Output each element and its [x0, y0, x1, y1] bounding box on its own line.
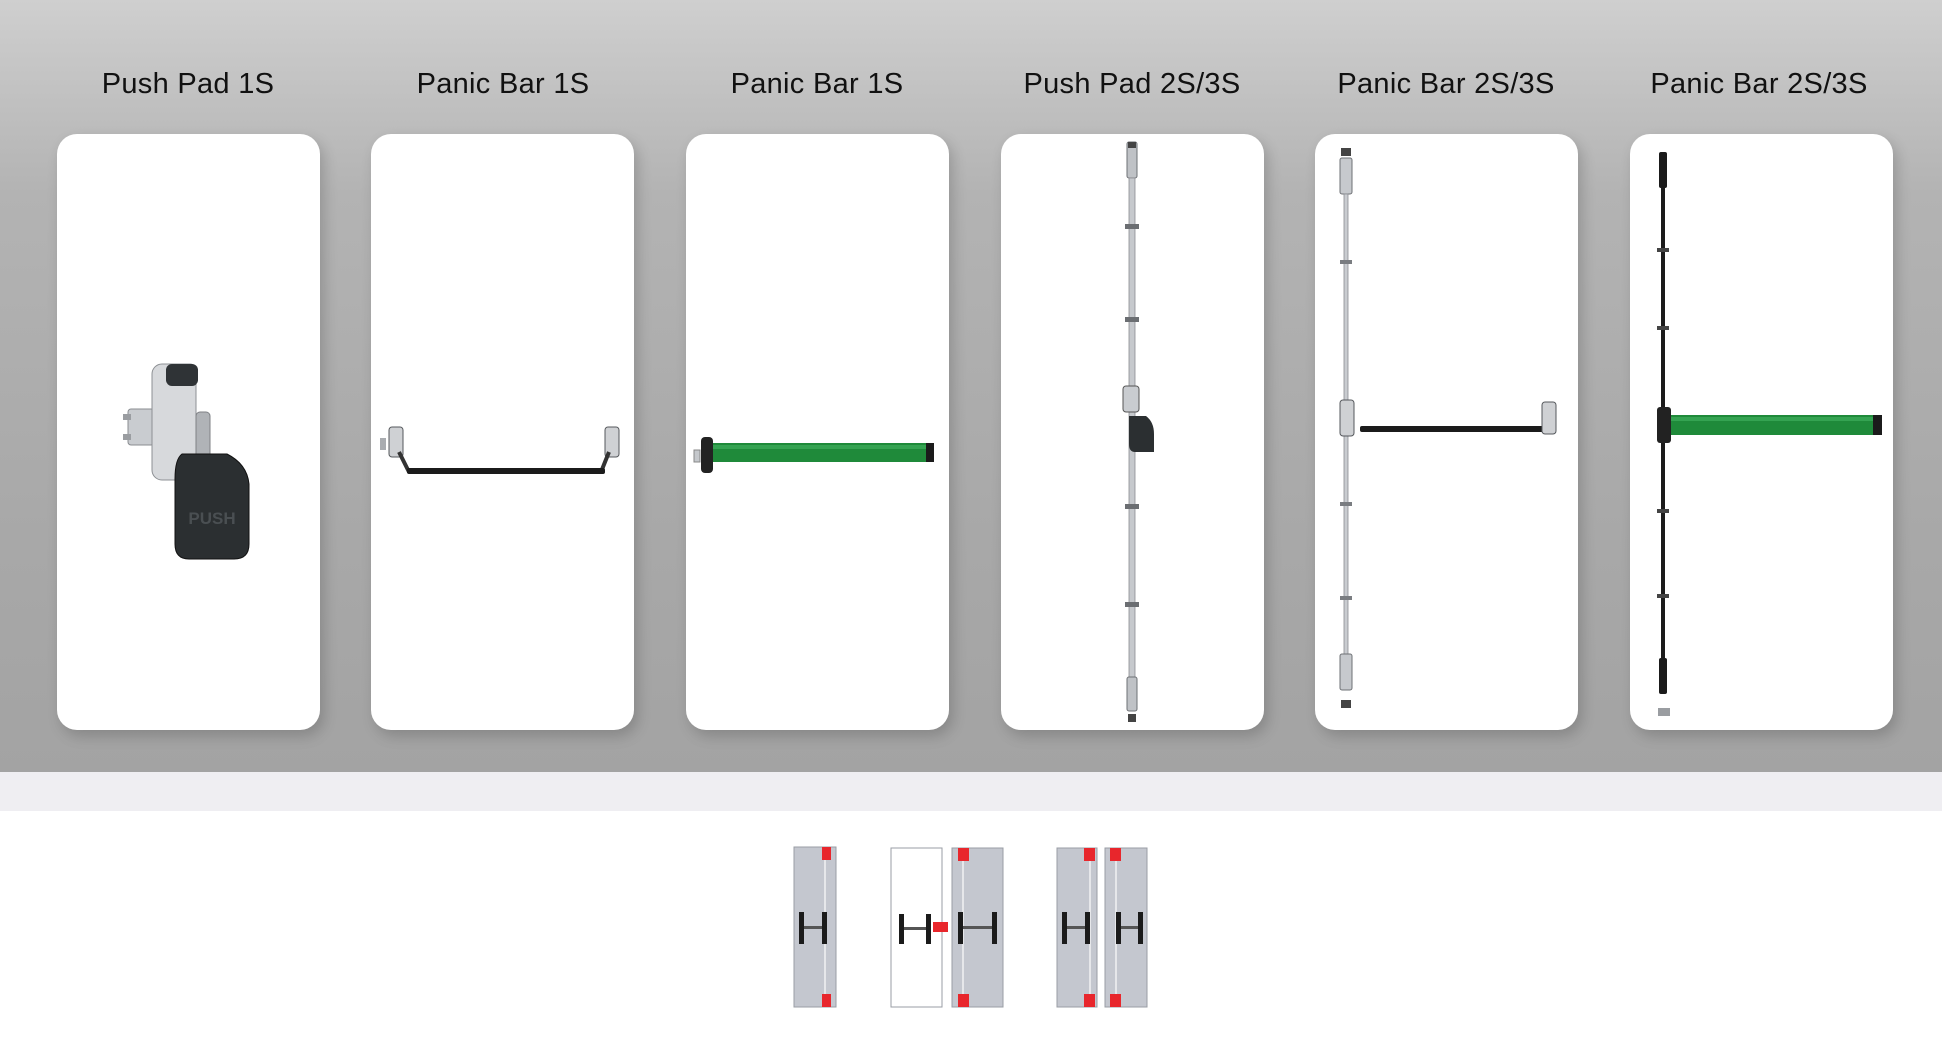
- product-title-panic-bar-1s-green: Panic Bar 1S: [730, 68, 904, 100]
- product-card-panic-bar-2s3s-green[interactable]: [1630, 134, 1893, 730]
- panic-bar-1s-image: [380, 426, 620, 474]
- product-card-push-pad-2s3s[interactable]: [1001, 134, 1264, 730]
- product-title-push-pad-1s: Push Pad 1S: [101, 68, 275, 100]
- panic-bar-2s3s-green-image: [1657, 152, 1882, 716]
- panic-bar-1s-green-image: [693, 437, 934, 473]
- product-card-panic-bar-1s-green[interactable]: [686, 134, 949, 730]
- diagram-double-door-icon: [890, 847, 1004, 1008]
- product-card-push-pad-1s[interactable]: PUSH: [57, 134, 320, 730]
- product-title-panic-bar-2s3s-green: Panic Bar 2S/3S: [1650, 68, 1868, 100]
- product-card-panic-bar-1s[interactable]: [371, 134, 634, 730]
- product-card-panic-bar-2s3s[interactable]: [1315, 134, 1578, 730]
- product-title-push-pad-2s3s: Push Pad 2S/3S: [1023, 68, 1241, 100]
- push-label-icon: PUSH: [188, 509, 235, 528]
- diagram-double-door-both-locked-icon: [1056, 847, 1148, 1008]
- product-showcase-band: [0, 0, 1942, 772]
- product-title-panic-bar-2s3s: Panic Bar 2S/3S: [1337, 68, 1555, 100]
- product-title-panic-bar-1s: Panic Bar 1S: [416, 68, 590, 100]
- panic-bar-2s3s-image: [1339, 148, 1557, 708]
- diagram-single-door-icon: [793, 846, 837, 1008]
- divider-stripe: [0, 772, 1942, 811]
- door-configuration-diagrams: [0, 811, 1942, 1038]
- push-pad-2s3s-image: [1122, 141, 1154, 722]
- push-pad-1s-image: PUSH: [123, 363, 250, 560]
